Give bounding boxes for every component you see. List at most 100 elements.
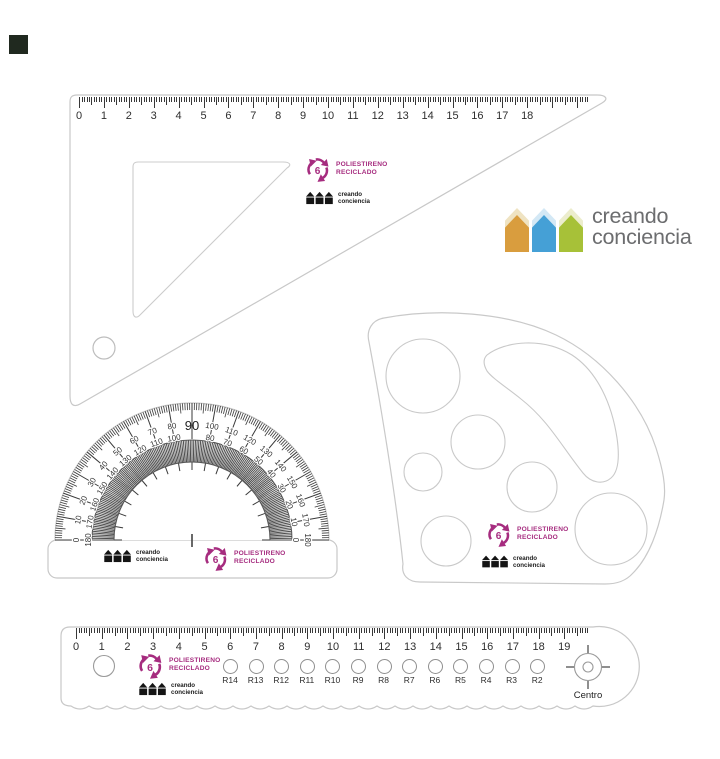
scale-number: 12 [378,641,391,653]
tick [479,628,481,633]
tick [258,628,260,633]
tick [153,628,155,639]
recycling-icon: 6 [205,547,227,571]
tick [450,97,452,102]
tick [111,97,113,102]
ruler-shape [60,625,640,710]
tick [502,628,504,633]
tick [394,628,396,633]
tick [113,97,115,102]
tick [132,628,134,633]
tick [417,628,419,633]
tick [207,628,209,633]
tick [487,97,489,102]
tick [500,628,502,636]
tick [350,97,352,102]
tick [489,97,491,105]
tick [582,97,584,102]
tick [451,628,453,633]
tick [385,97,387,102]
recycling-icon: 6 [488,523,510,547]
tick [342,97,344,102]
tick [453,628,455,633]
tick [235,628,237,633]
tick [209,628,211,633]
tick [399,628,401,633]
tick [440,628,442,633]
tick [514,97,516,105]
scale-number: 6 [225,110,232,122]
tick [552,97,554,108]
tick [430,97,432,102]
tick [106,97,108,102]
tick [142,628,144,633]
ruler-radius-label: R10 [324,675,341,685]
ruler-radius-label: R4 [480,675,492,685]
tick [299,628,301,633]
eco-line1: POLIESTIRENO [336,161,388,168]
protractor-degree: 80 [205,433,216,444]
tick [151,97,153,102]
tick [186,628,188,633]
tick [420,628,422,633]
scale-number: 2 [124,641,131,653]
tick [255,628,257,639]
tick [505,628,507,633]
mini-line2: conciencia [513,562,545,569]
tick [523,628,525,633]
ruler-radius-hole [274,659,290,674]
scale-number: 7 [252,641,259,653]
tick [116,97,118,105]
tick [166,97,168,105]
tick [464,628,466,633]
ruler-radius-hole [504,659,520,674]
tick [219,628,221,633]
tick [196,97,198,102]
tick [193,97,195,102]
tick [482,628,484,633]
tick [98,97,100,102]
brand-wordmark: creando conciencia [592,205,692,248]
tick [377,97,379,108]
tick [122,628,124,633]
tick [517,97,519,102]
tick [317,628,319,633]
tick [355,97,357,102]
scale-number: 3 [150,110,157,122]
tick [158,97,160,102]
tick [502,97,504,108]
tick [273,628,275,633]
protractor-degree: 80 [167,421,178,432]
tick [280,97,282,102]
scale-number: 9 [300,110,307,122]
tick [509,97,511,102]
tick [130,628,132,633]
tick [313,97,315,102]
tick [258,97,260,102]
ruler-radius-label: R6 [429,675,441,685]
tick [387,628,389,633]
tick [136,97,138,102]
tick [278,97,280,108]
tick [397,628,399,636]
tick [163,97,165,102]
tick [466,628,468,633]
tick [203,97,205,108]
tick [551,628,553,636]
tick [529,97,531,102]
tick [173,628,175,633]
tick [375,97,377,102]
tick [88,628,90,636]
scale-number: 4 [175,110,182,122]
mini-line1: creando [513,555,538,562]
artifact-square [9,35,28,54]
scale-number: 18 [532,641,545,653]
tick [410,628,412,639]
brand-house [532,208,556,252]
ruler-radius-label: R11 [299,675,315,685]
tick [497,628,499,633]
eco-line2: RECICLADO [234,558,275,565]
tick [322,628,324,633]
